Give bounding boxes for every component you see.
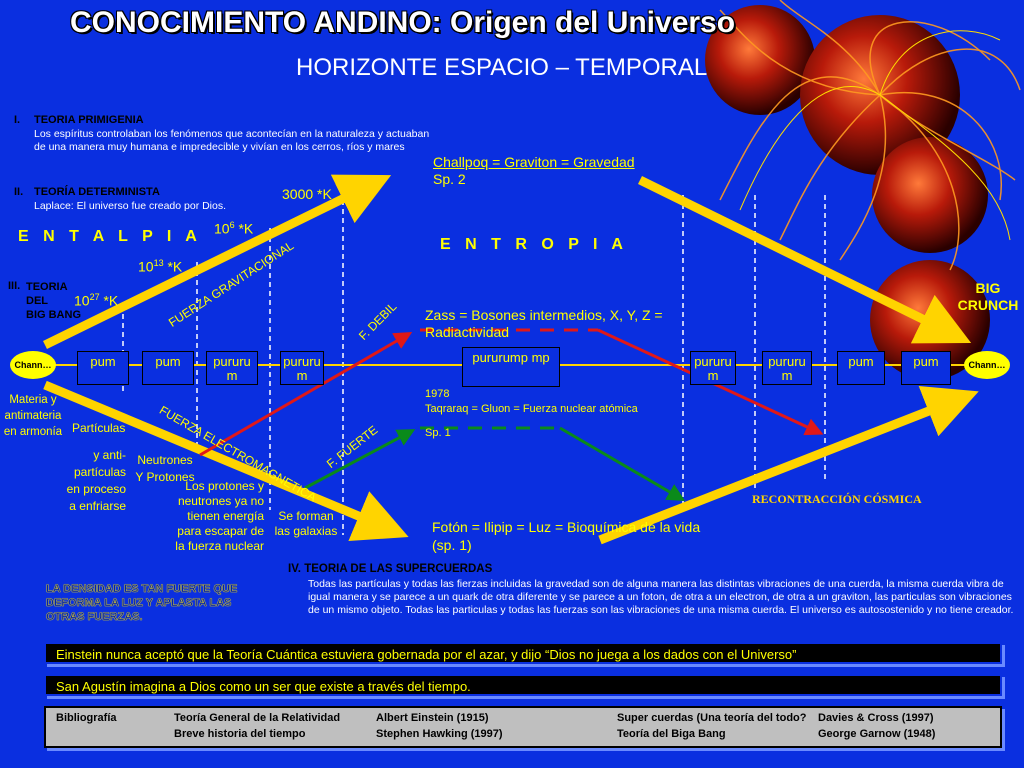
bibliography-label: Bibliografía <box>56 712 117 724</box>
theory-4-title: IV. TEORIA DE LAS SUPERCUERDAS <box>288 563 493 575</box>
los-protones-label: Los protones y neutrones ya no tienen en… <box>175 479 264 553</box>
bibliography-author: Stephen Hawking (1997) <box>376 728 503 740</box>
timeline-node: pururu m <box>206 351 258 385</box>
taqraraq-sp: Sp. 1 <box>425 427 451 439</box>
timeline-node-center: pururump mp <box>462 347 560 387</box>
bibliography-entry: Teoría General de la Relatividad <box>174 712 341 724</box>
theory-1-number: I. <box>14 114 21 126</box>
timeline-node: pururu m <box>280 351 324 385</box>
theory-3-title: TEORIA DEL BIG BANG <box>26 281 81 321</box>
theory-2-title: TEORÍA DETERMINISTA <box>34 186 160 198</box>
bibliography-author: George Garnow (1948) <box>818 728 936 740</box>
bibliography-entry: Super cuerdas (Una teoría del todo? <box>617 712 807 724</box>
timeline-node: pum <box>901 351 951 385</box>
taqraraq-label: Taqraraq = Gluon = Fuerza nuclear atómic… <box>425 403 638 415</box>
foton-label: Fotón = Ilipip = Luz = Bioquímica de la … <box>432 519 701 535</box>
theory-2-number: II. <box>14 186 24 198</box>
page-subtitle: HORIZONTE ESPACIO – TEMPORAL <box>296 54 708 81</box>
challpoq-label: Challpoq = Graviton = Gravedad <box>433 154 635 170</box>
theory-3-number: III. <box>8 280 21 292</box>
materia-label: Materia y antimateria en armonía <box>3 394 63 438</box>
theory-4-text: Todas las partículas y todas las fierzas… <box>308 578 1014 616</box>
theory-2-text: Laplace: El universo fue creado por Dios… <box>34 200 227 212</box>
timeline-node: pum <box>837 351 885 385</box>
big-crunch-label: BIG CRUNCH <box>957 280 1019 313</box>
theory-1-text: Los espíritus controlaban los fenómenos … <box>34 128 430 153</box>
temperature-10e13: 1013 *K <box>138 258 183 275</box>
einstein-quote: Einstein nunca aceptó que la Teoría Cuán… <box>44 642 1002 664</box>
neutrones-label: Neutrones Y Protones <box>135 453 195 484</box>
decorative-spheres <box>705 0 1021 380</box>
temperature-10e27: 1027 *K <box>74 292 119 309</box>
bibliography-box: Bibliografía Teoría General de la Relati… <box>44 706 1002 748</box>
entalpia-label: E N T A L P I A <box>18 228 202 245</box>
theory-1-title: TEORIA PRIMIGENIA <box>34 114 144 126</box>
densidad-note: LA DENSIDAD ES TAN FUERTE QUE DEFORMA LA… <box>46 583 238 623</box>
zass-label: Zass = Bosones intermedios, X, Y, Z = Ra… <box>425 307 663 340</box>
bibliography-entry: Teoría del Biga Bang <box>617 728 726 740</box>
chann-right-node: Chann… <box>964 351 1010 379</box>
timeline-node: pum <box>142 351 194 385</box>
recontraccion-label: RECONTRACCIÓN CÓSMICA <box>752 492 922 506</box>
timeline-node: pururu m <box>762 351 812 385</box>
antiparticulas-label: y anti- partículas en proceso a enfriars… <box>66 448 126 513</box>
bibliography-author: Davies & Cross (1997) <box>818 712 934 724</box>
temperature-10e6: 106 *K <box>214 220 254 237</box>
bibliography-entry: Breve historia del tiempo <box>174 728 306 740</box>
year-1978: 1978 <box>425 388 450 400</box>
yellow-arrows <box>43 174 979 545</box>
galaxias-label: Se forman las galaxias <box>274 509 338 538</box>
agustin-quote: San Agustín imagina a Dios como un ser q… <box>44 674 1002 696</box>
bibliography-author: Albert Einstein (1915) <box>376 712 489 724</box>
particulas-label: Partículas <box>72 421 126 435</box>
timeline-node: pum <box>77 351 129 385</box>
temperature-3000k: 3000 *K <box>282 186 332 202</box>
chann-left-node: Chann… <box>10 351 56 379</box>
green-arrows <box>304 426 686 502</box>
entropia-label: E N T R O P I A <box>440 236 628 253</box>
page-title: CONOCIMIENTO ANDINO: Origen del Universo <box>70 6 736 39</box>
timeline-node: pururu m <box>690 351 736 385</box>
foton-sp: (sp. 1) <box>432 537 472 553</box>
challpoq-sp: Sp. 2 <box>433 171 466 187</box>
